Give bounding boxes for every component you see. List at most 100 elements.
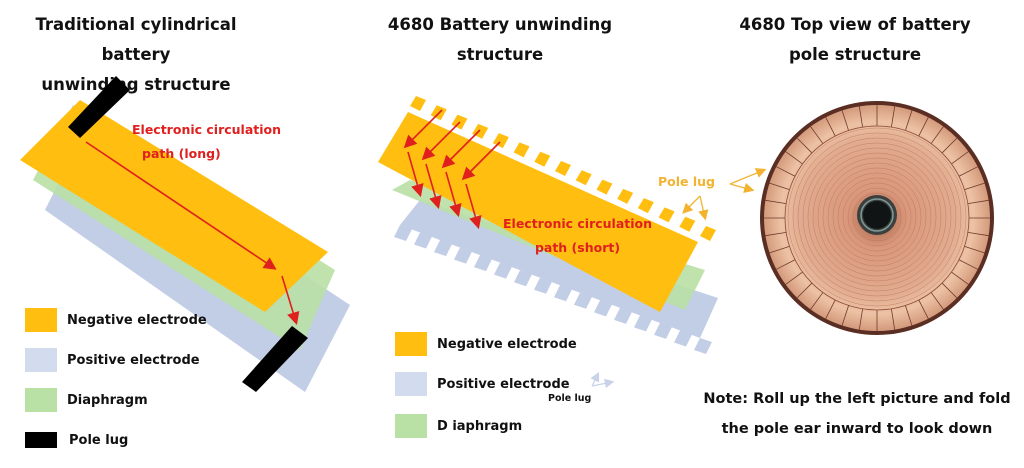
middle-short-path-arrows — [403, 109, 501, 230]
battery-core-hole — [863, 201, 891, 229]
negative-pole-lug-tab — [658, 207, 675, 223]
battery-top-view — [760, 101, 994, 335]
middle-pole-lug-pointer-2 — [698, 195, 709, 221]
right-title-line1: 4680 Top view of battery — [739, 15, 971, 34]
pole-ear-divider — [825, 117, 836, 137]
middle-path-label: Electronic circulation path (short) — [503, 212, 652, 260]
pole-ear-divider — [810, 292, 824, 310]
pole-ear-divider — [858, 308, 864, 330]
legend-item-diaphragm: Diaphragm — [25, 388, 148, 412]
pole-ear-divider — [958, 166, 978, 177]
pole-ear-divider — [785, 151, 803, 165]
winding-ring — [817, 157, 937, 277]
positive-pole-lug-tab — [474, 255, 492, 272]
pole-ear-divider — [964, 246, 985, 254]
left-long-path-arrow — [85, 141, 277, 270]
pole-ear-divider — [796, 137, 813, 154]
pole-ear-divider — [890, 106, 896, 128]
middle-path-label-line1: Electronic circulation — [503, 216, 653, 231]
negative-pole-lug-tab — [637, 198, 654, 214]
pole-ear-divider — [918, 299, 929, 319]
winding-ring — [787, 127, 967, 307]
legend-item-positive: Positive electrode — [395, 372, 570, 396]
legend-item-diaphragm: D iaphragm — [395, 414, 522, 438]
note-line2: the pole ear inward to look down — [721, 421, 993, 437]
pole-ear-divider — [765, 231, 787, 237]
pole-ear-divider — [776, 166, 796, 177]
pole-ear-divider — [967, 199, 989, 205]
battery-core-highlight — [860, 198, 894, 232]
middle-pole-lug-pointer-1 — [682, 195, 701, 214]
pole-ear-divider — [941, 282, 958, 299]
left-pole-lug-bottom — [242, 326, 308, 392]
pole-ear-divider — [951, 151, 969, 165]
negative-pole-lug-tab — [617, 188, 634, 204]
battery-winding-rings — [787, 127, 967, 307]
negative-pole-lug-tab — [555, 161, 571, 176]
negative-pole-lug-tab — [472, 123, 489, 139]
right-panel-title: 4680 Top view of battery pole structure — [735, 10, 975, 70]
pole-ear-divider — [776, 259, 796, 270]
winding-ring — [792, 132, 962, 302]
right-pole-lug-pointer-1 — [729, 168, 767, 185]
positive-pole-lug-tab — [634, 315, 652, 332]
legend-label: Negative electrode — [437, 336, 577, 352]
middle-title-line2: structure — [456, 45, 544, 64]
pole-ear-divider — [890, 308, 896, 330]
legend-label: Positive electrode — [437, 376, 570, 392]
positive-pole-lug-tab — [614, 307, 632, 324]
legend-label: Diaphragm — [67, 392, 148, 408]
pole-ear-divider — [785, 271, 803, 285]
left-electrode-stack — [20, 76, 350, 392]
negative-pole-lug-tab — [410, 96, 426, 111]
negative-pole-lug-tab — [513, 142, 530, 158]
positive-pole-lug-tab — [394, 225, 412, 241]
positive-pole-lug-tab — [554, 285, 572, 302]
battery-folded-pole-ears — [764, 105, 990, 331]
middle-positive-electrode — [394, 200, 718, 354]
positive-swatch — [25, 348, 57, 372]
short-path-arrow — [445, 171, 462, 218]
left-panel-title: Traditional cylindrical battery unwindin… — [0, 10, 272, 100]
short-path-arrow — [403, 109, 443, 149]
legend-label: Pole lug — [69, 432, 129, 448]
left-title-line2: unwinding structure — [41, 75, 231, 94]
legend-item-negative: Negative electrode — [395, 332, 577, 356]
left-negative-electrode — [20, 100, 328, 312]
short-path-arrow — [441, 129, 481, 169]
legend-item-positive: Positive electrode — [25, 348, 200, 372]
pole-lug-label: Pole lug — [658, 174, 715, 189]
middle-panel-title: 4680 Battery unwinding structure — [380, 10, 620, 70]
positive-pole-lug-tab — [434, 240, 452, 257]
small-pole-lug-label: Pole lug — [548, 393, 592, 404]
pole-ear-divider — [858, 106, 864, 128]
positive-pole-lug-tab — [454, 247, 472, 264]
pole-ear-divider — [796, 282, 813, 299]
pole-ear-divider — [930, 126, 944, 144]
note-text: Note: Roll up the left picture and fold … — [690, 384, 1024, 444]
left-title-line1: Traditional cylindrical battery — [35, 15, 237, 64]
winding-ring — [807, 147, 947, 287]
pole-ear-divider — [765, 199, 787, 205]
positive-swatch — [395, 372, 427, 396]
right-title-line2: pole structure — [788, 45, 922, 64]
short-path-arrow — [407, 151, 424, 198]
legend-label: D iaphragm — [437, 418, 523, 434]
winding-ring — [832, 172, 922, 262]
positive-pole-lug-tab — [514, 270, 532, 287]
positive-pole-lug-tab — [654, 322, 672, 339]
pole-ear-divider — [967, 231, 989, 237]
left-path-label-line1: Electronic circulation — [132, 122, 282, 137]
positive-pole-lug-tab — [534, 277, 552, 294]
pole-ear-divider — [825, 299, 836, 319]
small-pole-lug-pointer-2 — [591, 378, 615, 389]
negative-pole-lug-tab — [596, 179, 613, 195]
left-long-path-arrow-2 — [281, 275, 300, 326]
legend-item-pole-lug: Pole lug — [25, 432, 128, 448]
pole-ear-divider — [841, 110, 849, 131]
winding-ring — [842, 182, 912, 252]
legend-label: Positive electrode — [67, 352, 200, 368]
diaphragm-swatch — [395, 414, 427, 438]
positive-pole-lug-tab — [494, 262, 512, 279]
